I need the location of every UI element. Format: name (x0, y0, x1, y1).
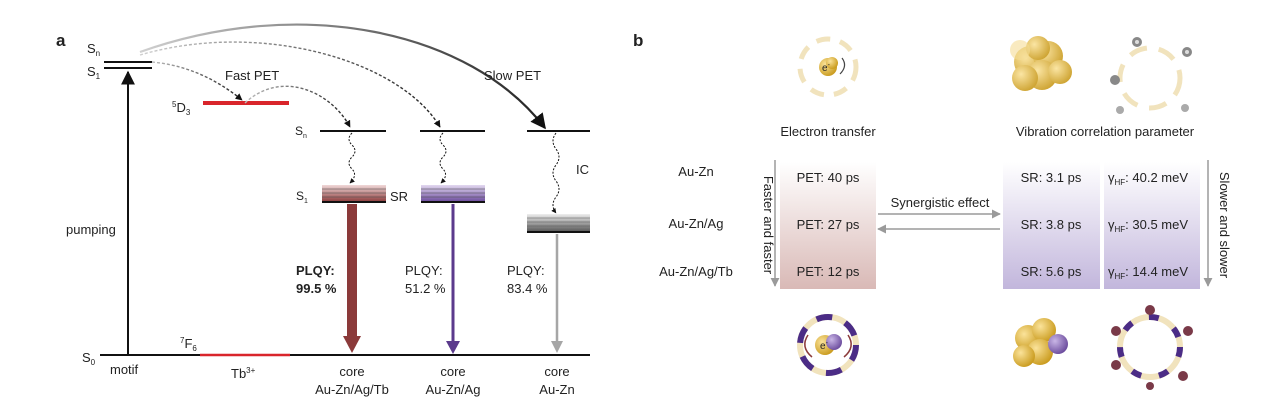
core-au-zn: IC PLQY: 83.4 % core Au-Zn (507, 130, 590, 397)
pumping-label: pumping (66, 222, 116, 237)
sr-value-au-zn: SR: 3.1 ps (1021, 170, 1082, 185)
gamma-value-au-zn-ag: γHF: 30.5 meV (1108, 217, 1188, 234)
core1-name-line1: core (339, 364, 364, 379)
sr-box (1003, 162, 1100, 289)
core1-name-line2: Au-Zn/Ag/Tb (315, 382, 389, 397)
row-name-au-zn-ag: Au-Zn/Ag (669, 216, 724, 231)
sn-label: Sn (87, 41, 100, 58)
core3-plqy-label: PLQY: (507, 263, 545, 278)
gold-cluster-icon-bottom (1013, 318, 1068, 367)
fast-pet-arrow-1 (151, 61, 243, 101)
gamma-value-au-zn: γHF: 40.2 meV (1108, 170, 1188, 187)
core2-plqy-value: 51.2 % (405, 281, 446, 296)
d3-label: 5D3 (172, 100, 191, 117)
gold-cluster-icon-top (1010, 36, 1072, 91)
f6-label: 7F6 (180, 336, 197, 353)
panel-a: a Sn S1 S0 pumping motif 5D3 7F6 Tb3+ Fa… (56, 23, 590, 397)
pet-box (780, 162, 876, 289)
core-au-zn-ag-tb: Sn S1 SR PLQY: 99.5 % core Au-Zn/Ag/Tb (295, 124, 408, 397)
sr-label: SR (390, 189, 408, 204)
ic-label: IC (576, 162, 589, 177)
gamma-box (1104, 162, 1200, 289)
core1-plqy-value: 99.5 % (296, 281, 337, 296)
row-name-au-zn: Au-Zn (678, 164, 713, 179)
core1-sn-label: Sn (295, 124, 307, 140)
core2-ic-wave (439, 132, 447, 184)
ligand-ring-icon-bottom (1111, 305, 1193, 390)
gamma-value-au-zn-ag-tb: γHF: 14.4 meV (1108, 264, 1188, 281)
header-vibration: Vibration correlation parameter (1016, 124, 1195, 139)
slow-pet-arrow-1 (139, 41, 441, 128)
core2-name-line1: core (440, 364, 465, 379)
s1-label: S1 (87, 64, 101, 81)
core1-emission-arrowhead (343, 336, 361, 353)
fast-pet-label: Fast PET (225, 68, 279, 83)
fast-pet-arrow-2 (244, 85, 351, 128)
electron-transfer-icon-top: e- (797, 36, 859, 98)
sr-value-au-zn-ag-tb: SR: 5.6 ps (1021, 264, 1082, 279)
faster-label: Faster and faster (761, 176, 776, 275)
core1-s1-band (322, 185, 386, 202)
pet-value-au-zn: PET: 40 ps (797, 170, 860, 185)
sr-value-au-zn-ag: SR: 3.8 ps (1021, 217, 1082, 232)
core3-plqy-value: 83.4 % (507, 281, 548, 296)
slow-pet-arrow-2 (139, 23, 546, 130)
pet-value-au-zn-ag: PET: 27 ps (797, 217, 860, 232)
electron-transfer-icon-bottom: e- (797, 314, 859, 376)
ligand-ring-icon-top (1110, 37, 1192, 114)
tb-label: Tb3+ (231, 366, 256, 381)
core3-name-line1: core (544, 364, 569, 379)
core3-emission-arrowhead (551, 341, 563, 353)
core3-s1-band (527, 214, 590, 232)
pet-value-au-zn-ag-tb: PET: 12 ps (797, 264, 860, 279)
core2-name-line2: Au-Zn/Ag (426, 382, 481, 397)
panel-a-label: a (56, 31, 66, 50)
header-electron-transfer: Electron transfer (780, 124, 876, 139)
panel-b-label: b (633, 31, 643, 50)
core3-name-line2: Au-Zn (539, 382, 574, 397)
slow-pet-label: Slow PET (484, 68, 541, 83)
row-name-au-zn-ag-tb: Au-Zn/Ag/Tb (659, 264, 733, 279)
core2-plqy-label: PLQY: (405, 263, 443, 278)
motif-label: motif (110, 362, 139, 377)
core2-emission-arrowhead (446, 341, 460, 354)
synergistic-label: Synergistic effect (891, 195, 990, 210)
electron-symbol-top: e- (822, 62, 831, 74)
core1-s1-label: S1 (296, 189, 308, 205)
slower-label: Slower and slower (1217, 172, 1232, 279)
panel-b: b e- (633, 31, 1232, 390)
core-au-zn-ag: PLQY: 51.2 % core Au-Zn/Ag (405, 130, 485, 397)
core2-s1-band (421, 185, 485, 202)
core3-ic-wave (551, 132, 560, 214)
core1-ic-wave (348, 132, 356, 184)
core1-plqy-label: PLQY: (296, 263, 335, 278)
s0-label: S0 (82, 350, 96, 367)
electron-symbol-bottom: e- (820, 340, 829, 352)
